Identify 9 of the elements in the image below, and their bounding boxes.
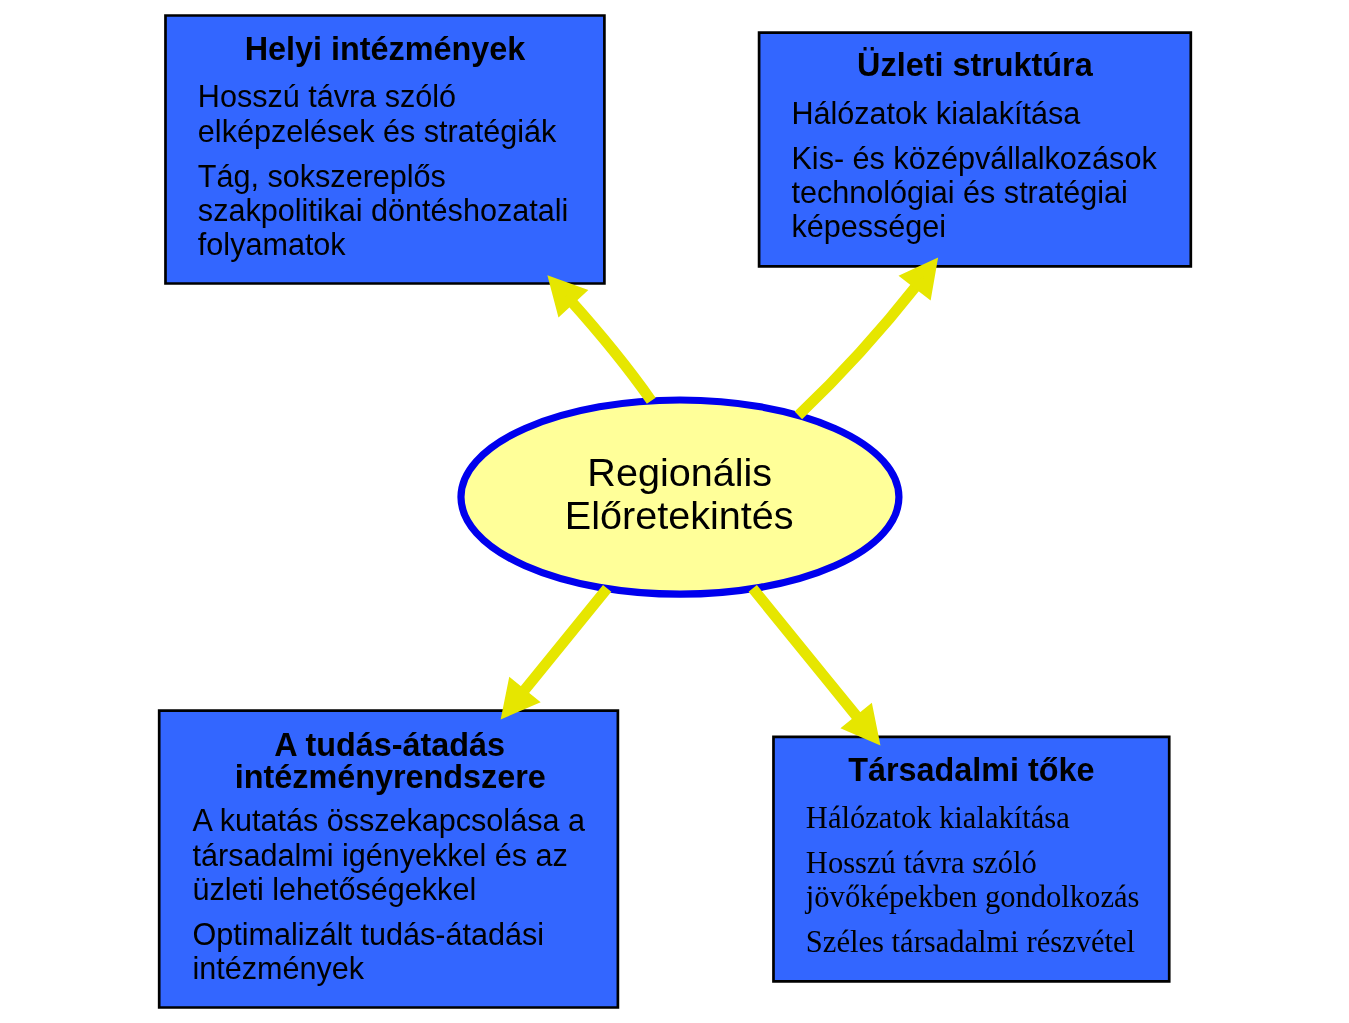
node-box: Helyi intézmények Hosszú távra szóló elképzelések és stratégiák Tág, sokszereplős szakpolitikai döntéshozatali folyamatok — [163, 14, 606, 285]
node-ellipse: Regionális Előretekintés — [456, 396, 903, 598]
node-box: A tudás-átadás intézményrendszere A kutatás összekapcsolása a társadalmi igényekkel és az üzleti lehetőségekkel Optimalizált tudás-átadási intézmények — [157, 709, 619, 1009]
node-box: Üzleti struktúra Hálózatok kialakítása Kis- és középvállalkozások technológiai és stratégiai képességei — [757, 31, 1192, 268]
arrow — [794, 257, 938, 420]
arrow — [500, 585, 611, 720]
node-box: Társadalmi tőke Hálózatok kialakítása Hosszú távra szóló jövőképekben gondolkozás Széles társadalmi részvétel — [771, 735, 1171, 983]
arrow — [546, 275, 656, 404]
arrow — [748, 585, 880, 746]
